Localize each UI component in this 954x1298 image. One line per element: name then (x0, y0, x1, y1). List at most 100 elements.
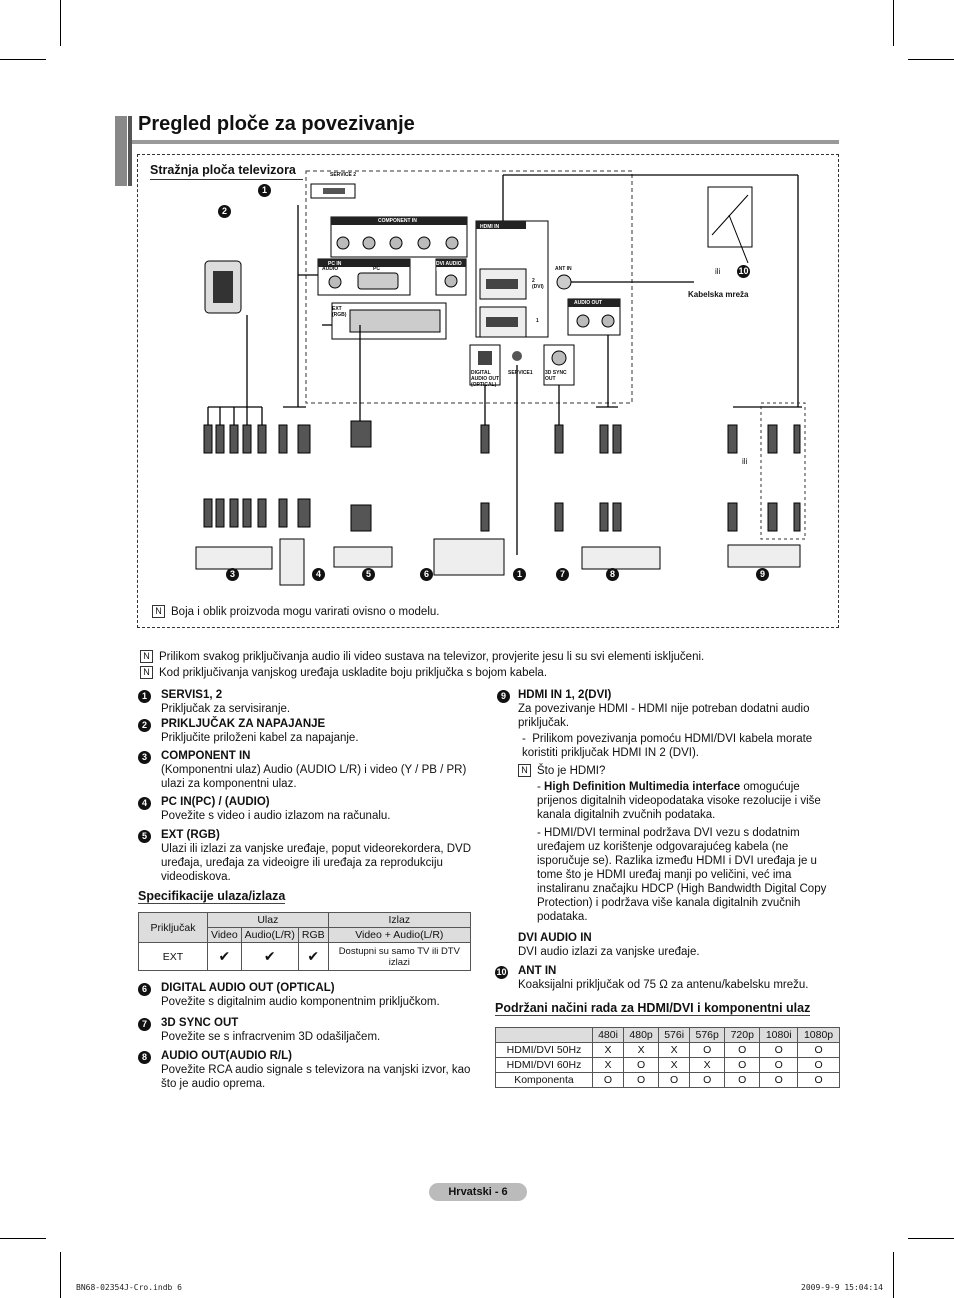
label-audio-out: AUDIO OUT (574, 300, 603, 306)
crop-mark (60, 0, 61, 46)
footer-date: 2009-9-9 15:04:14 (801, 1283, 883, 1292)
label-service1: SERVICE1 (508, 370, 533, 376)
item-power: PRIKLJUČAK ZA NAPAJANJE Priključite prilo… (161, 717, 481, 745)
intro-note-text: Kod priključivanja vanjskog uređaja uskl… (159, 667, 548, 679)
page-number-badge: Hrvatski - 6 (429, 1183, 527, 1201)
item-text: Povežite se s infracrvenim 3D odašiljače… (161, 1031, 381, 1043)
modes-cell: O (689, 1072, 726, 1088)
item-number: 3 (138, 751, 151, 764)
spec-row-name: EXT (138, 942, 208, 971)
item-number: 2 (138, 719, 151, 732)
hdmi-bullet-2: - HDMI/DVI terminal podržava DVI vezu s … (537, 827, 827, 923)
item-text: Priključite priloženi kabel za napajanje… (161, 732, 359, 744)
modes-cell: O (724, 1072, 761, 1088)
modes-cell: O (623, 1072, 660, 1088)
note-icon: N (140, 650, 153, 664)
marker-8: 8 (606, 568, 619, 581)
dvi-title: DVI AUDIO IN (518, 932, 592, 944)
hdmi-bullet-text: omogućuje prijenos digitalnih videopodat… (537, 781, 821, 821)
modes-cell: O (797, 1042, 840, 1058)
modes-cell: X (658, 1042, 691, 1058)
crop-mark (893, 0, 894, 46)
item-audio-out: AUDIO OUT(AUDIO R/L)Povežite RCA audio s… (161, 1049, 481, 1091)
spec-sub-out: Video + Audio(L/R) (327, 927, 472, 943)
crop-mark (60, 1252, 61, 1298)
item-title: PC IN(PC) / (AUDIO) (161, 796, 270, 808)
modes-cell: O (623, 1057, 660, 1073)
crop-mark (0, 59, 46, 60)
connection-diagram (195, 170, 806, 586)
label-pc: PC (373, 266, 380, 272)
dvi-text: DVI audio izlazi za vanjske uređaje. (518, 946, 700, 958)
item-title: PRIKLJUČAK ZA NAPAJANJE (161, 718, 326, 730)
modes-col: 1080i (759, 1027, 799, 1043)
modes-cell: O (724, 1042, 761, 1058)
label-service2: SERVICE 2 (330, 172, 357, 178)
modes-cell: O (591, 1072, 625, 1088)
item-number: 8 (138, 1051, 151, 1064)
crop-mark (908, 59, 954, 60)
modes-col: 480p (623, 1027, 660, 1043)
label-pc-in: PC IN (328, 261, 342, 267)
item-text: Povežite s video i audio izlazom na raču… (161, 810, 391, 822)
panel-subtitle: Stražnja ploča televizora (150, 163, 296, 177)
marker-7: 7 (556, 568, 569, 581)
label-digital-audio-out: DIGITAL AUDIO OUT (OPTICAL) (471, 370, 500, 388)
panel-note-text: Boja i oblik proizvoda mogu varirati ovi… (171, 606, 440, 618)
crop-mark (0, 1238, 46, 1239)
marker-9: 9 (756, 568, 769, 581)
spec-sub-rgb: RGB (297, 927, 329, 943)
modes-cell: O (759, 1042, 799, 1058)
label-3d-sync-out: 3D SYNC OUT (545, 370, 567, 382)
marker-10: 10 (737, 265, 750, 278)
connection-panel (137, 154, 839, 628)
modes-col: 576p (689, 1027, 726, 1043)
item-number: 1 (138, 690, 151, 703)
modes-cell: O (689, 1042, 726, 1058)
modes-cell: O (797, 1072, 840, 1088)
item-title: EXT (RGB) (161, 829, 220, 841)
label-hdmi-in: HDMI IN (480, 224, 500, 230)
modes-row-name: HDMI/DVI 50Hz (495, 1042, 593, 1058)
ant-title: ANT IN (518, 965, 557, 977)
item-number: 7 (138, 1018, 151, 1031)
item-digital-audio: DIGITAL AUDIO OUT (OPTICAL)Povežite s di… (161, 981, 481, 1009)
spec-col-prikljucak: Priključak (138, 912, 208, 943)
label-ant-in: ANT IN (555, 266, 572, 272)
hdmi-bullet-text: HDMI/DVI terminal podržava DVI vezu s do… (537, 827, 827, 923)
spec-check: ✔ (240, 942, 299, 971)
modes-cell: O (797, 1057, 840, 1073)
item-number: 5 (138, 830, 151, 843)
spec-check: ✔ (297, 942, 329, 971)
hdmi-title: HDMI IN 1, 2(DVI) (518, 689, 612, 701)
modes-cell: X (591, 1042, 625, 1058)
label-ili-2: ili (742, 457, 748, 466)
item-text: (Komponentni ulaz) Audio (AUDIO L/R) i v… (161, 764, 467, 790)
marker-3: 3 (226, 568, 239, 581)
modes-row: Komponenta O O O O O O O (495, 1072, 840, 1088)
label-kabelska: Kabelska mreža (688, 290, 749, 299)
item-title: DIGITAL AUDIO OUT (OPTICAL) (161, 982, 335, 994)
footer-file: BN68-02354J-Cro.indb 6 (76, 1283, 182, 1292)
spec-check: ✔ (207, 942, 242, 971)
marker-4: 4 (312, 568, 325, 581)
marker-6: 6 (420, 568, 433, 581)
page-title: Pregled ploče za povezivanje (138, 113, 415, 135)
subtitle-rule (150, 179, 303, 180)
item-number: 4 (138, 797, 151, 810)
title-accent (128, 116, 132, 186)
marker-1b: 1 (513, 568, 526, 581)
marker-item-10: 10 (495, 966, 508, 979)
modes-corner (495, 1027, 593, 1043)
modes-col: 480i (591, 1027, 625, 1043)
marker-2: 2 (218, 205, 231, 218)
label-dvi-audio-in: DVI AUDIO IN (436, 261, 462, 273)
item-title: COMPONENT IN (161, 750, 251, 762)
item-text: Povežite RCA audio signale s televizora … (161, 1064, 471, 1090)
